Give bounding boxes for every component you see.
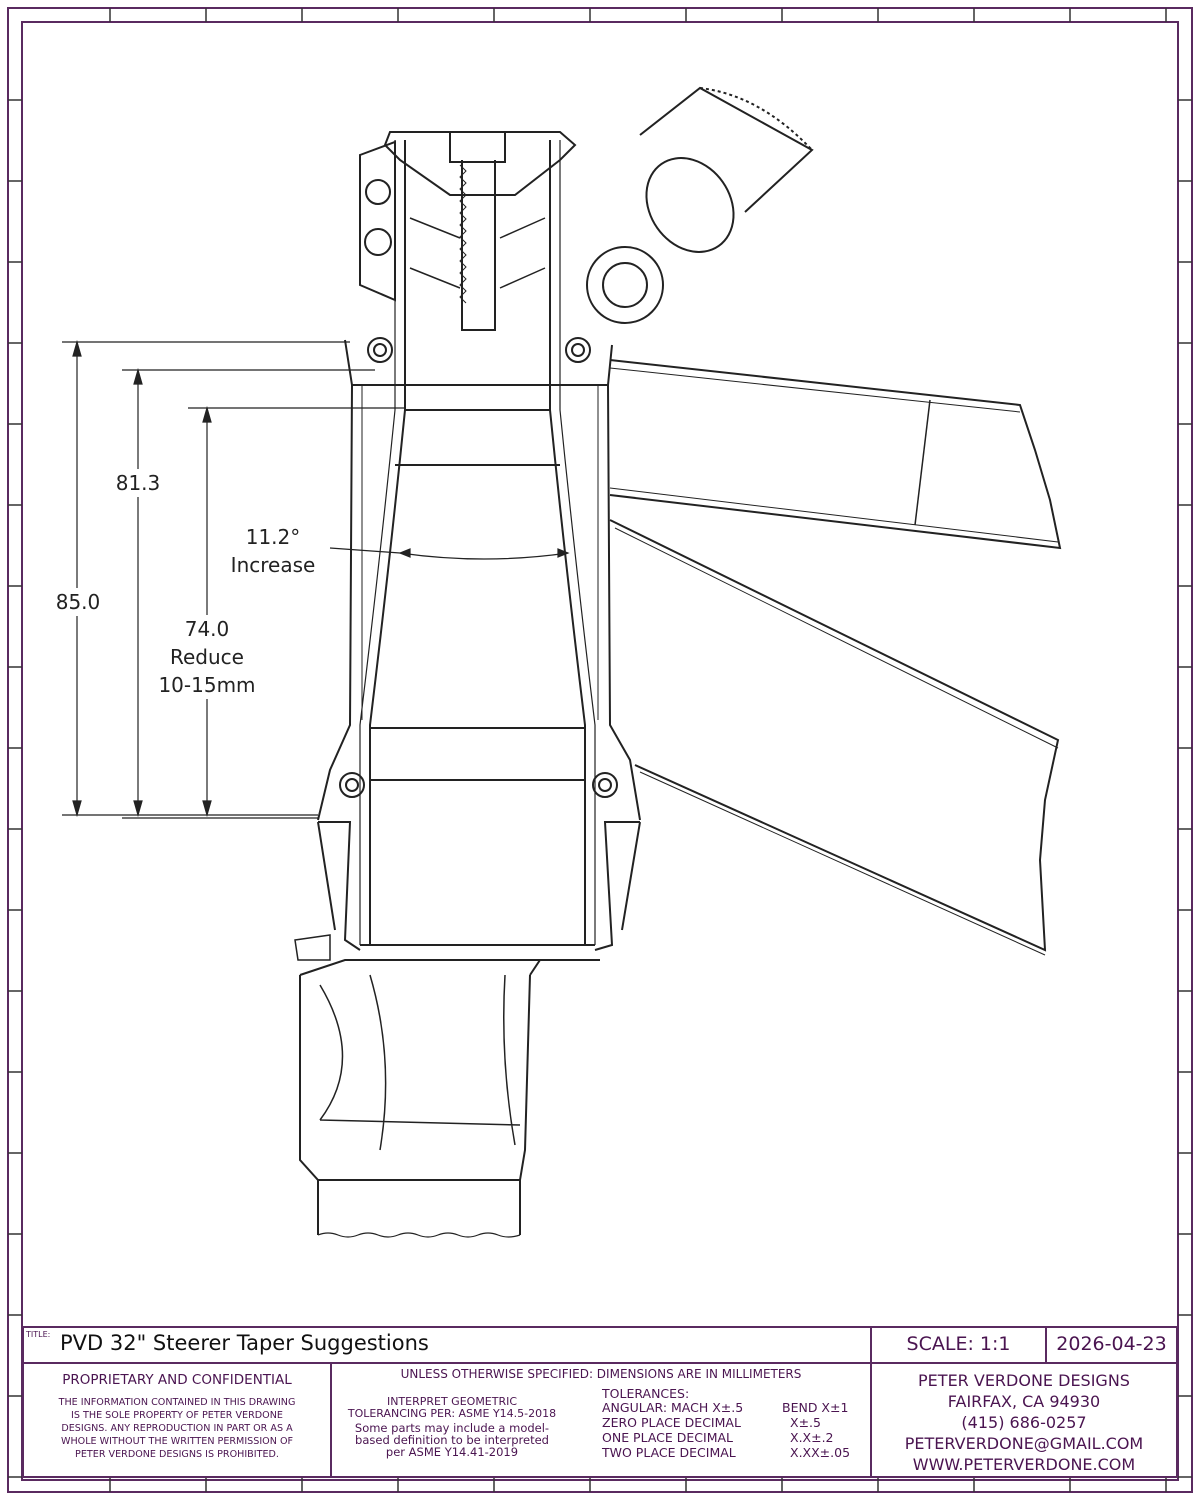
tolerance-label: TWO PLACE DECIMAL [602,1445,736,1460]
dimension-74-range: 10-15mm [158,673,256,697]
proprietary-line: DESIGNS. ANY REPRODUCTION IN PART OR AS … [61,1423,293,1434]
dimension-74: 74.0 Reduce 10-15mm [155,615,259,699]
mbd-line: based definition to be interpreted [355,1433,549,1447]
lower-bearing-left [339,772,365,798]
angle-arc [399,552,569,560]
fork-crown [317,821,641,951]
fork-leg [299,974,531,1181]
sheet-border [7,7,1193,1493]
stem-clamp [359,140,396,302]
steerer-assembly [294,86,1062,1238]
units-note: UNLESS OTHERWISE SPECIFIED: DIMENSIONS A… [400,1367,802,1381]
tolerances-heading: TOLERANCES: [602,1386,690,1401]
scale: SCALE: 1:1 [906,1333,1011,1355]
tolerance-cell: UNLESS OTHERWISE SPECIFIED: DIMENSIONS A… [330,1362,872,1478]
date-cell: 2026-04-23 [1045,1326,1178,1364]
lower-bearing-right [592,772,618,798]
head-tube [317,384,641,821]
dimension-lines [62,339,570,819]
proprietary-line: THE INFORMATION CONTAINED IN THIS DRAWIN… [58,1397,296,1408]
company-line: WWW.PETERVERDONE.COM [912,1455,1136,1474]
angle-note: Increase [230,553,316,577]
top-tube [639,86,814,213]
dimension-74-note: Reduce [170,645,244,669]
tolerance-row: ONE PLACE DECIMAL X.X±.2 [602,1430,862,1445]
down-tube-upper [609,359,1062,550]
proprietary-line: PETER VERDONE DESIGNS IS PROHIBITED. [75,1449,279,1460]
dimension-74-value: 74.0 [184,617,230,641]
down-tube-lower [609,519,1060,952]
proprietary-heading: PROPRIETARY AND CONFIDENTIAL [62,1372,292,1388]
stem-bolt-1 [365,179,391,205]
proprietary-text: THE INFORMATION CONTAINED IN THIS DRAWIN… [24,1396,330,1461]
tolerance-row: ANGULAR: MACH X±.5 BEND X±1 [602,1400,862,1415]
tolerance-label: ZERO PLACE DECIMAL [602,1415,741,1430]
company-info: PETER VERDONE DESIGNS FAIRFAX, CA 94930 (4… [872,1370,1176,1475]
tolerance-row: ZERO PLACE DECIMAL X±.5 [602,1415,862,1430]
tolerance-value: X.X±.2 [790,1430,834,1445]
company-cell: PETER VERDONE DESIGNS FAIRFAX, CA 94930 (4… [870,1362,1178,1478]
border-ticks [8,8,1192,1492]
fork-steerer-base [299,959,600,976]
proprietary-line: IS THE SOLE PROPERTY OF PETER VERDONE [71,1410,283,1421]
dimension-85: 85.0 [52,588,104,616]
upper-bearing-right [565,337,591,363]
mbd-line: per ASME Y14.41-2019 [385,1445,519,1459]
proprietary-cell: PROPRIETARY AND CONFIDENTIAL THE INFORMA… [22,1362,332,1478]
company-line: PETERVERDONE@GMAIL.COM [904,1434,1144,1453]
scale-cell: SCALE: 1:1 [870,1326,1047,1364]
proprietary-line: WHOLE WITHOUT THE WRITTEN PERMISSION OF [60,1436,294,1447]
tolerance-row: TWO PLACE DECIMAL X.XX±.05 [602,1445,862,1460]
mbd-note: Some parts may include a model-based def… [332,1422,572,1458]
tolerance-value: X±.5 [790,1415,821,1430]
title-cell: TITLE: PVD 32" Steerer Taper Suggestions [22,1326,872,1364]
tolerance-value: X.XX±.05 [790,1445,851,1460]
stem-bolt-2 [364,228,392,256]
company-line: FAIRFAX, CA 94930 [947,1392,1101,1411]
bolt [461,160,496,331]
upper-bearing-left [367,337,393,363]
company-line: (415) 686-0257 [961,1413,1087,1432]
angle-value: 11.2° [245,525,301,549]
dimension-81-3: 81.3 [112,469,164,497]
fork-stanchion [317,1180,521,1235]
title-label: TITLE: [26,1330,51,1339]
steerer-tube [369,140,586,945]
mbd-line: Some parts may include a model- [354,1421,550,1435]
company-line: PETER VERDONE DESIGNS [918,1371,1130,1390]
gdt-line: TOLERANCING PER: ASME Y14.5-2018 [347,1407,557,1420]
tolerance-value: BEND X±1 [782,1400,849,1415]
angle-dimension: 11.2° Increase [222,523,324,579]
gdt-line: INTERPRET GEOMETRIC [386,1395,518,1408]
tolerance-label: ANGULAR: MACH X±.5 [602,1400,744,1415]
drawing-title: PVD 32" Steerer Taper Suggestions [60,1331,429,1355]
top-cap [383,131,577,196]
tolerance-label: ONE PLACE DECIMAL [602,1430,734,1445]
date: 2026-04-23 [1056,1333,1167,1355]
